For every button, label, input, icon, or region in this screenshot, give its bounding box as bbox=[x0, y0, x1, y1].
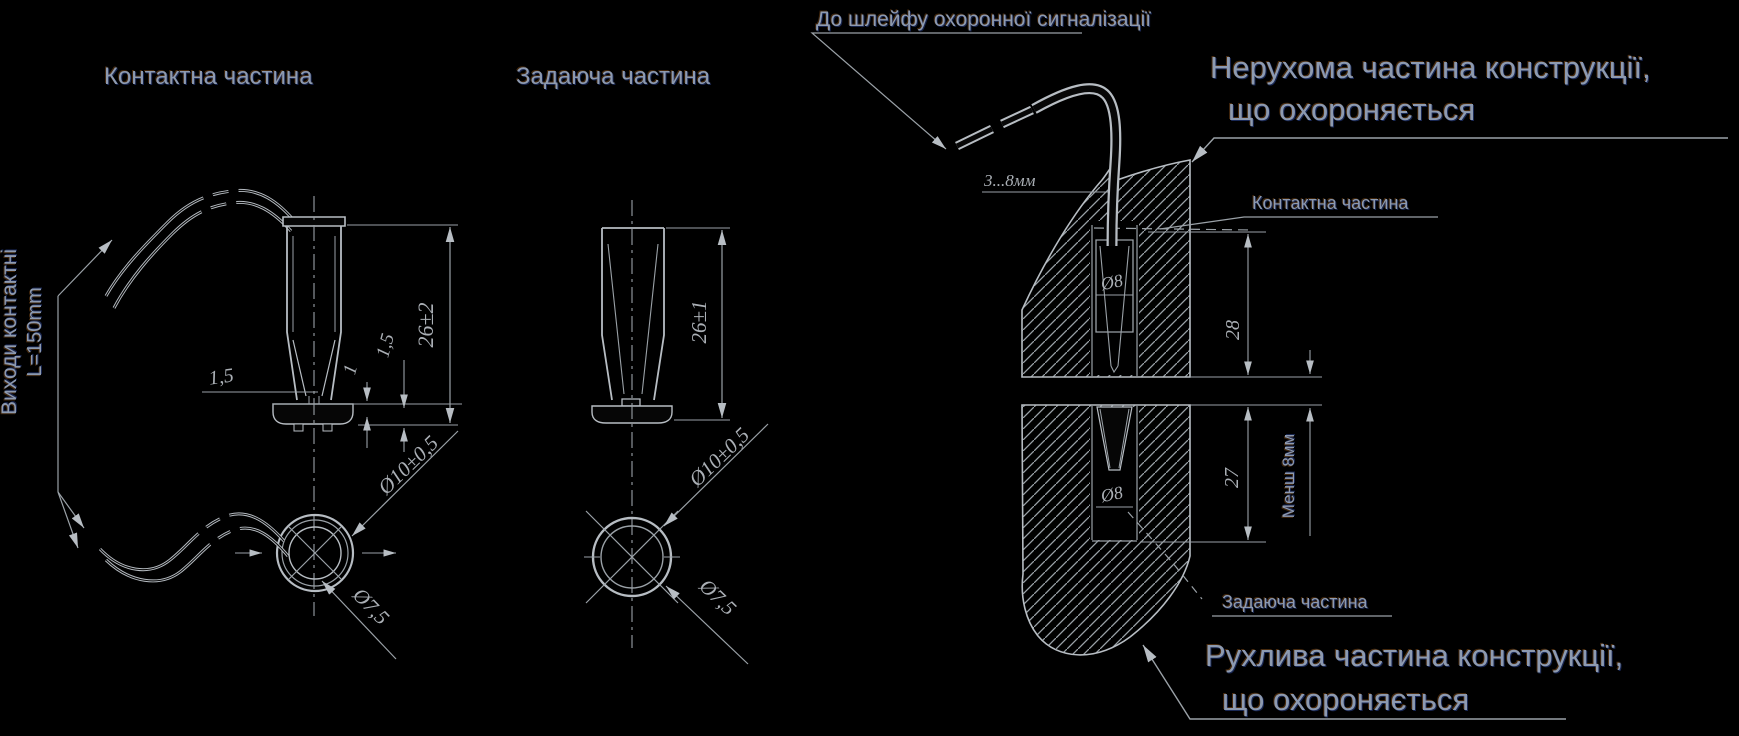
svg-text:26±2: 26±2 bbox=[413, 302, 438, 347]
magnet-part-title: Задаюча частина bbox=[516, 63, 711, 90]
fixed-structure-label-line1: Нерухома частина конструкції, bbox=[1210, 50, 1651, 85]
contact-callout-leader bbox=[1159, 216, 1438, 230]
installation-view: До шлейфу охоронної сигналізації Ø8 3...… bbox=[810, 8, 1728, 720]
dim-bottom-hole-depth: 27 bbox=[1140, 407, 1266, 543]
svg-text:Ø10±0,5: Ø10±0,5 bbox=[683, 423, 754, 492]
dim-magnet-body-dia: Ø7,5 bbox=[665, 573, 749, 665]
dim-contact-height: 26±2 bbox=[273, 224, 462, 426]
cable bbox=[955, 83, 1122, 247]
magnet-callout-leader bbox=[1127, 511, 1203, 600]
dim-gap-limit: Менш 8мм bbox=[1279, 350, 1314, 536]
loop-callout-label: До шлейфу охоронної сигналізації bbox=[816, 8, 1151, 31]
contact-part-installed: Ø8 bbox=[1095, 239, 1134, 374]
dim-contact-body-dia: Ø7,5 bbox=[321, 580, 397, 660]
housing-flange bbox=[272, 403, 354, 425]
contact-end-view bbox=[235, 513, 396, 593]
contact-callout-label: Контактна частина bbox=[1252, 193, 1409, 213]
contact-part-view: Контактна частина Виходи контактні L=150… bbox=[0, 63, 462, 660]
svg-text:Ø7,5: Ø7,5 bbox=[347, 582, 394, 629]
gap-extension-lines bbox=[1190, 376, 1322, 406]
dim-flange-lip: 1,5 bbox=[202, 364, 318, 393]
dim-contact-outer-dia: Ø10±0,5 bbox=[351, 430, 459, 537]
top-hole-depth-dashline bbox=[1093, 227, 1253, 231]
dim-magnet-height: 26±1 bbox=[666, 227, 730, 421]
dim-cable-free-length: 3...8мм bbox=[982, 171, 1108, 193]
svg-text:26±1: 26±1 bbox=[687, 300, 711, 343]
svg-text:27: 27 bbox=[1221, 467, 1243, 488]
top-hole-dia-label: Ø8 bbox=[1098, 270, 1125, 294]
dim-lip-step-b: 1,5 bbox=[372, 331, 408, 452]
movable-structure-label-line1: Рухлива частина конструкції, bbox=[1205, 638, 1623, 673]
movable-structure-leader bbox=[1142, 644, 1566, 720]
dim-magnet-outer-dia: Ø10±0,5 bbox=[663, 423, 769, 527]
fixed-structure-leader bbox=[1191, 137, 1728, 163]
svg-text:1: 1 bbox=[339, 362, 362, 377]
fixed-structure-label-line2: що охороняється bbox=[1228, 92, 1475, 127]
svg-text:Ø10±0,5: Ø10±0,5 bbox=[372, 431, 443, 500]
svg-text:1,5: 1,5 bbox=[372, 331, 398, 359]
contact-part-title: Контактна частина bbox=[104, 63, 313, 90]
magnet-end-view bbox=[584, 510, 680, 604]
leads-leader-arrow-bottom1 bbox=[57, 491, 85, 529]
svg-text:Ø7,5: Ø7,5 bbox=[694, 573, 741, 620]
contact-wires-top bbox=[104, 188, 299, 309]
leads-leader-arrow-top bbox=[57, 239, 113, 297]
leads-label-line1: Виходи контактні bbox=[0, 249, 21, 415]
gap-limit-label: Менш 8мм bbox=[1279, 434, 1298, 518]
magnet-part-installed: Ø8 bbox=[1096, 406, 1133, 508]
loop-callout-leader bbox=[810, 32, 1082, 150]
contact-housing bbox=[272, 216, 354, 432]
svg-text:28: 28 bbox=[1222, 320, 1244, 340]
movable-structure-label-line2: що охороняється bbox=[1222, 682, 1469, 717]
svg-text:1,5: 1,5 bbox=[207, 364, 235, 389]
leads-label-line2: L=150mm bbox=[24, 287, 46, 377]
leads-leader-arrow-bottom2 bbox=[57, 491, 79, 549]
bottom-hole-dia-label: Ø8 bbox=[1098, 482, 1125, 506]
top-hole bbox=[1090, 221, 1139, 375]
housing-cap bbox=[282, 216, 346, 227]
magnet-callout-label: Задаюча частина bbox=[1222, 592, 1369, 612]
magnet-part-view: Задаюча частина 26±1 Ø10±0,5 bbox=[516, 63, 769, 665]
dim-top-hole-depth: 28 bbox=[1148, 231, 1266, 375]
contact-wires-bottom bbox=[98, 512, 290, 583]
svg-text:3...8мм: 3...8мм bbox=[983, 171, 1036, 190]
